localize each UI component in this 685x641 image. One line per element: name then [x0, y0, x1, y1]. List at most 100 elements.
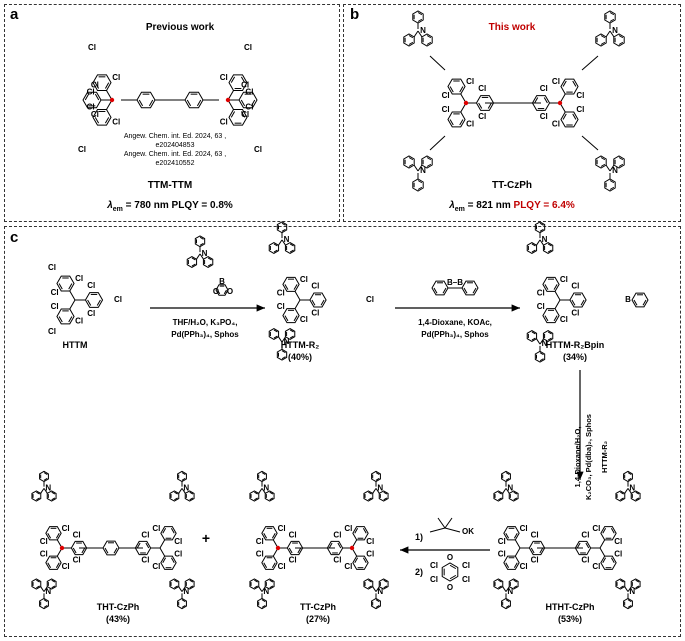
chlorine-label: Cl	[300, 315, 308, 324]
carbazole-ring	[542, 330, 554, 342]
bond	[181, 586, 186, 592]
aryl-ring	[160, 526, 177, 541]
double-bond	[531, 249, 536, 253]
bond	[609, 30, 615, 38]
double-bond	[289, 243, 294, 247]
carbazole-ring	[378, 578, 389, 590]
bond	[417, 30, 423, 38]
double-bond	[174, 585, 178, 589]
aryl-ring	[309, 292, 327, 308]
chlorine-label: Cl	[220, 117, 228, 126]
chlorine-label: Cl	[614, 549, 622, 558]
double-bond	[273, 335, 278, 339]
double-bond	[408, 157, 414, 161]
double-bond	[47, 533, 52, 539]
double-bond	[635, 491, 640, 495]
double-bond	[254, 491, 258, 495]
bond	[539, 239, 545, 246]
double-bond	[618, 157, 624, 161]
double-bond	[571, 299, 576, 306]
double-bond	[368, 497, 372, 501]
httm-r2bpin-label: HTTM-R₂Bpin	[545, 340, 605, 350]
double-bond	[539, 352, 544, 356]
bond	[199, 253, 205, 260]
double-bond	[417, 186, 423, 190]
double-bond	[43, 472, 48, 475]
chlorine-label: Cl	[277, 302, 285, 311]
double-bond	[408, 35, 414, 39]
bond	[261, 488, 266, 494]
bond	[444, 527, 461, 533]
chlorine-label: Cl	[112, 73, 120, 82]
double-bond	[531, 243, 536, 247]
double-bond	[269, 491, 274, 495]
radical-dot	[59, 545, 65, 551]
phenyl-ring	[604, 10, 616, 24]
double-bond	[383, 497, 388, 501]
chlorine-label: Cl	[141, 556, 149, 565]
chlorine-label: Cl	[112, 117, 120, 126]
double-bond	[539, 358, 544, 362]
carbazole-group: N	[403, 10, 433, 47]
chlorine-label: Cl	[576, 91, 584, 100]
chlorine-label: Cl	[366, 549, 374, 558]
carbazole-group: N	[595, 155, 625, 192]
aryl-ring	[531, 95, 551, 111]
boron-label: B–B	[447, 278, 463, 287]
aryl-ring	[574, 540, 592, 556]
aryl-ring	[134, 540, 152, 556]
htht-label: HTHT-CzPh	[545, 602, 595, 612]
double-bond	[368, 491, 372, 495]
double-bond	[531, 331, 536, 335]
carbazole-group: N	[249, 470, 275, 502]
bond	[502, 586, 507, 592]
bond	[624, 488, 629, 494]
bond	[624, 586, 629, 592]
aryl-ring	[92, 74, 112, 91]
bond	[181, 488, 186, 494]
phenyl-ring	[623, 470, 633, 483]
carbazole-group: N	[268, 328, 296, 361]
double-bond	[271, 533, 276, 539]
bond	[281, 336, 287, 343]
bond	[69, 290, 76, 301]
chlorine-label: Cl	[466, 119, 474, 128]
phenyl-ring	[623, 597, 633, 610]
double-bond	[51, 497, 56, 501]
double-bond	[174, 491, 178, 495]
chlorine-label: Cl	[51, 288, 59, 297]
double-bond	[181, 472, 186, 475]
chlorine-label: Cl	[40, 549, 48, 558]
chlorine-label: Cl	[289, 556, 297, 565]
double-bond	[539, 228, 544, 232]
chlorine-label: Cl	[333, 556, 341, 565]
double-bond	[170, 528, 175, 534]
bond	[505, 586, 510, 592]
double-bond	[513, 562, 518, 568]
chlorine-label: Cl	[311, 282, 319, 291]
chlorine-label: Cl	[552, 119, 560, 128]
chlorine-label: Cl	[300, 275, 308, 284]
double-bond	[354, 557, 359, 563]
aryl-ring	[600, 526, 617, 541]
nitrogen-label: N	[629, 483, 635, 492]
chlorine-label: Cl	[344, 524, 352, 533]
double-bond	[240, 76, 246, 83]
bond	[372, 488, 377, 494]
double-bond	[328, 542, 333, 549]
chlorine-label: Cl	[462, 575, 470, 584]
double-bond	[618, 163, 624, 167]
carbazole-group: N	[526, 330, 554, 363]
nitrogen-label: N	[542, 339, 548, 348]
carbazole-group: N	[526, 221, 554, 254]
chlorine-label: Cl	[278, 524, 286, 533]
double-bond	[531, 337, 536, 341]
panel-b-props-text: = 821 nm	[464, 200, 514, 211]
bond	[609, 164, 615, 172]
aryl-ring	[503, 555, 520, 570]
double-bond	[368, 585, 372, 589]
chlorine-label: Cl	[478, 112, 486, 121]
double-bond	[602, 557, 607, 563]
double-bond	[602, 528, 607, 534]
bond	[159, 539, 166, 549]
